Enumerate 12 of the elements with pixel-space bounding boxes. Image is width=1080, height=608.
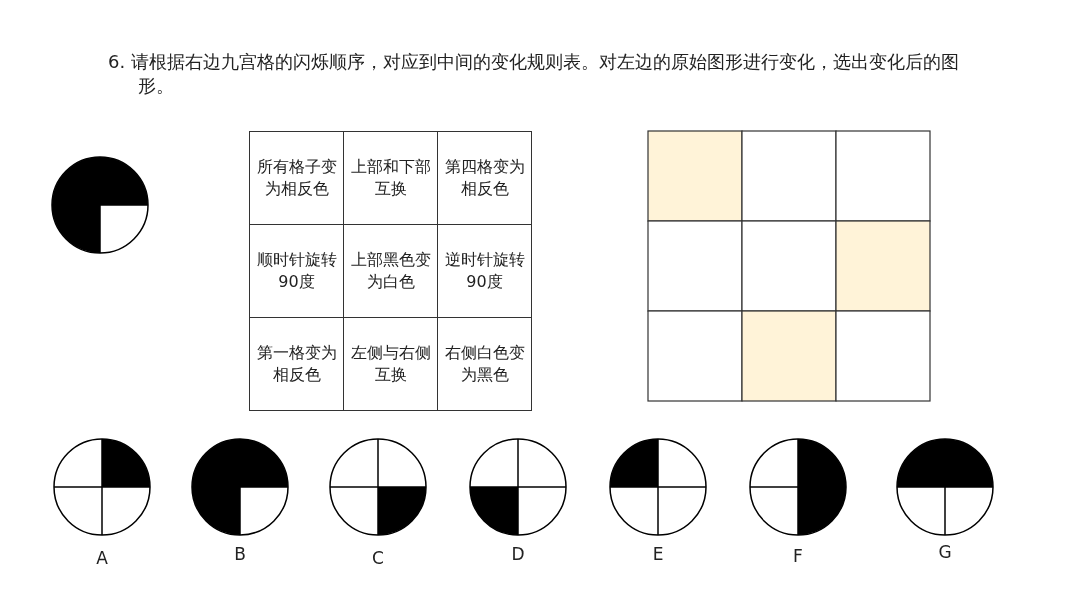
rule-cell: 右侧白色变为黑色 xyxy=(437,317,532,411)
rule-cell: 第一格变为相反色 xyxy=(249,317,344,411)
option-letter: E xyxy=(651,544,665,564)
option-letter: A xyxy=(95,548,109,568)
question-text: 6. 请根据右边九宫格的闪烁顺序，对应到中间的变化规则表。对左边的原始图形进行变化，选出变化后的图形。 xyxy=(108,50,960,98)
option-letter: F xyxy=(792,546,804,566)
option-letter: D xyxy=(510,544,526,564)
rule-cell: 所有格子变为相反色 xyxy=(249,131,344,225)
option-letter: G xyxy=(937,542,953,562)
rule-cell: 第四格变为相反色 xyxy=(437,131,532,225)
option-letter: B xyxy=(233,544,247,564)
option-letter: C xyxy=(371,548,385,568)
